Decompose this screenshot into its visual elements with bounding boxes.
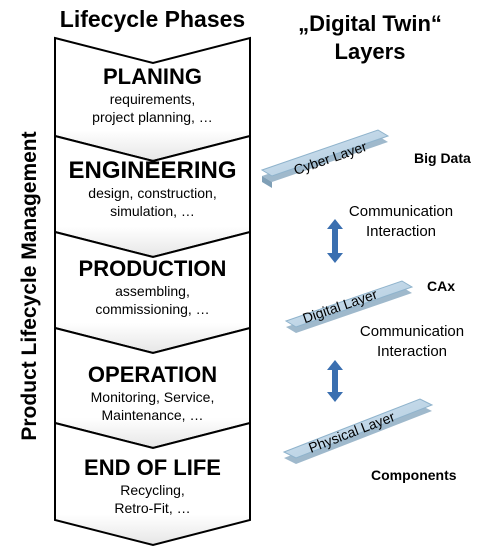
connector-line2: Interaction (365, 223, 437, 240)
cax-note: CAx (427, 278, 456, 294)
digital-layer-slab (284, 280, 414, 333)
phase-operation: OPERATION Monitoring, Service, Maintenan… (55, 362, 250, 424)
big-data-note: Big Data (414, 150, 471, 166)
phase-description: commissioning, … (95, 301, 210, 317)
connector-label-upper: Communication Interaction (331, 202, 471, 242)
cyber-layer-slab (260, 129, 390, 188)
phase-description: design, construction, (88, 185, 217, 201)
digital-twin-heading-line2: Layers (334, 39, 406, 64)
phase-description: assembling, (115, 283, 190, 299)
connector-line1: Communication (348, 203, 454, 220)
connector-line1: Communication (359, 323, 465, 340)
phase-title: END OF LIFE (84, 455, 221, 480)
chevron-end-of-life (54, 421, 251, 547)
phase-description: requirements, (109, 91, 196, 107)
digital-twin-heading-line1: „Digital Twin“ (298, 11, 442, 36)
phase-description: Recycling, (120, 482, 185, 498)
physical-layer-slab (282, 398, 434, 464)
phase-end-of-life: END OF LIFE Recycling, Retro-Fit, … (55, 455, 250, 517)
phase-production: PRODUCTION assembling, commissioning, … (55, 256, 250, 318)
digital-twin-layers-heading: „Digital Twin“ Layers (270, 10, 470, 66)
phase-description: Monitoring, Service, (90, 389, 215, 405)
phase-title: PLANING (103, 64, 202, 89)
double-arrow-icon (327, 219, 343, 263)
phase-planing: PLANING requirements, project planning, … (55, 64, 250, 126)
double-arrow-icon (327, 360, 343, 402)
phase-title: ENGINEERING (68, 157, 237, 184)
connector-line2: Interaction (376, 343, 448, 360)
phase-description: simulation, … (110, 203, 195, 219)
phase-description: Retro-Fit, … (114, 500, 191, 516)
phase-title: OPERATION (87, 362, 218, 387)
phase-engineering: ENGINEERING design, construction, simula… (55, 158, 250, 220)
phase-title: PRODUCTION (78, 256, 227, 281)
phase-description: project planning, … (92, 109, 213, 125)
lifecycle-phases-heading: Lifecycle Phases (59, 6, 246, 32)
components-note: Components (371, 467, 457, 483)
phase-description: Maintenance, … (101, 407, 204, 423)
connector-label-lower: Communication Interaction (342, 322, 482, 362)
